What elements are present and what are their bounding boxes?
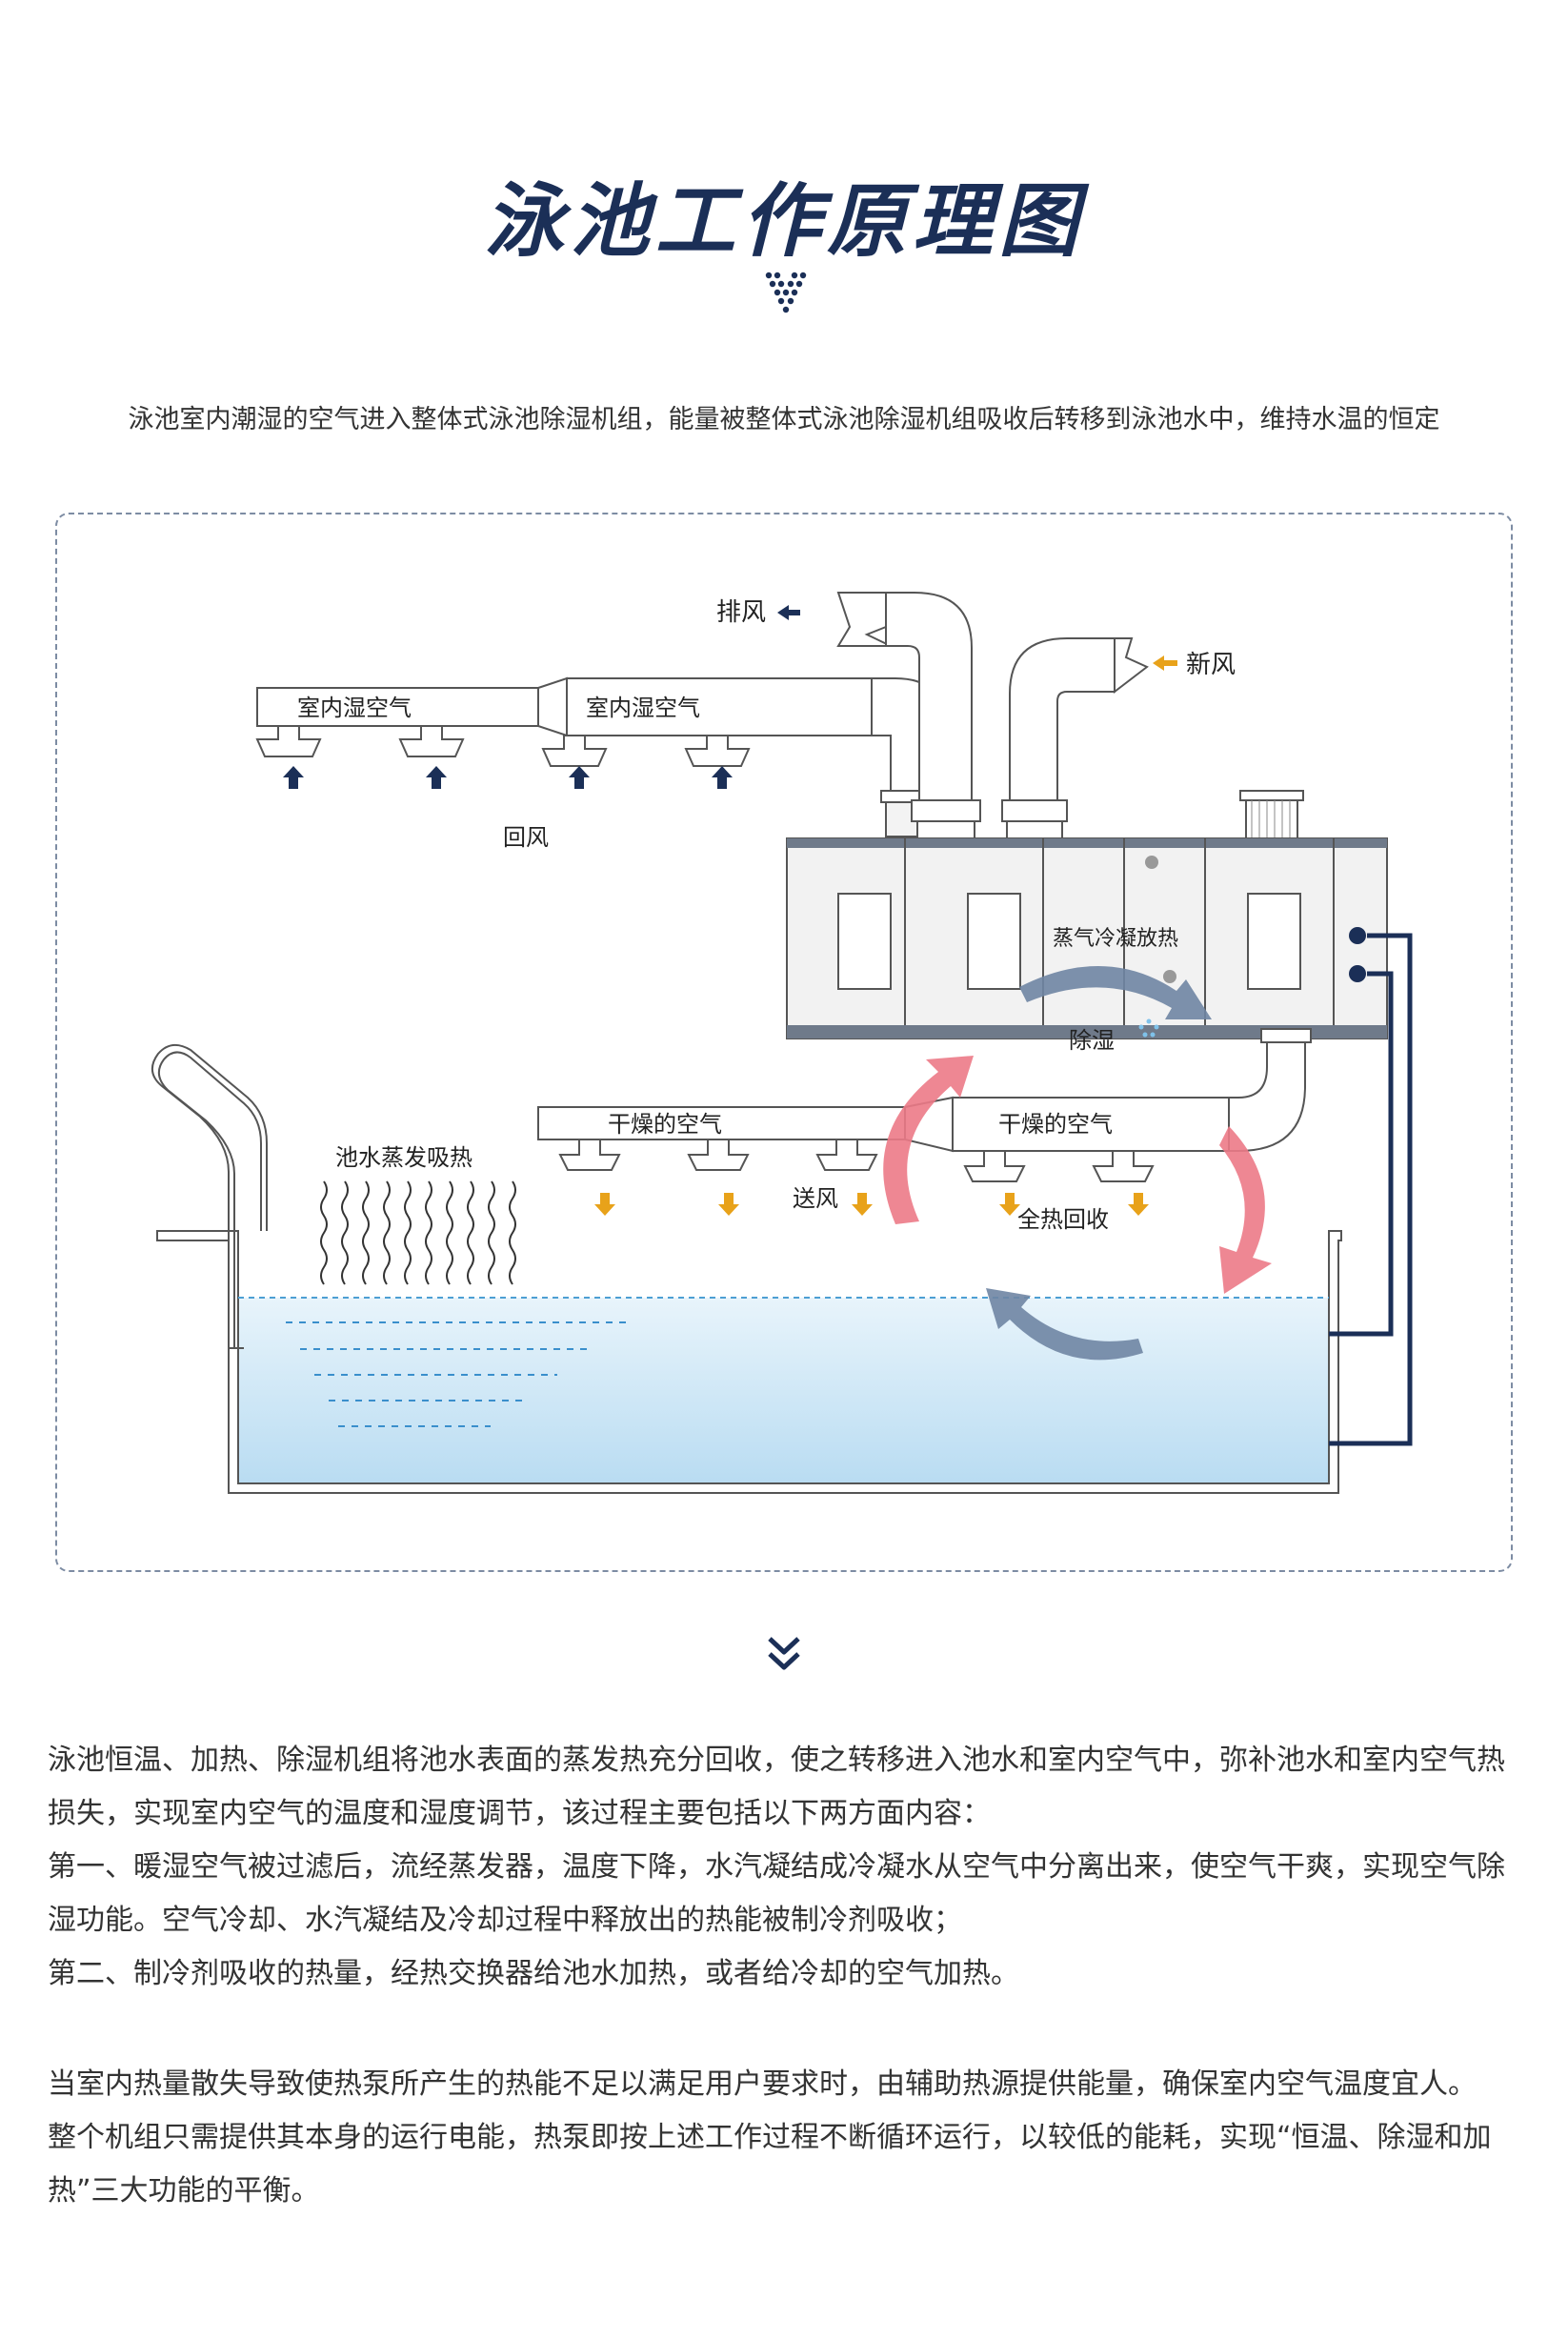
cycle-arrows: [883, 965, 1272, 1361]
evaporation-waves: [320, 1180, 516, 1285]
label-exhaust: 排风: [716, 598, 766, 627]
dehumidifier-unit: [786, 837, 1388, 1039]
paragraph-line: 第一、暖湿空气被过滤后，流经蒸发器，温度下降，水汽凝结成冷凝水从空气中分离出来，…: [48, 1850, 1505, 1884]
label-pool-evap: 池水蒸发吸热: [335, 1144, 472, 1171]
label-steam-condense: 蒸气冷凝放热: [1053, 927, 1178, 951]
fresh-air-duct: [1001, 637, 1149, 839]
paragraph-line: 湿功能。空气冷却、水汽凝结及冷却过程中释放出的热能被制冷剂吸收；: [48, 1904, 962, 1937]
label-indoor-humid-1: 室内湿空气: [297, 695, 412, 721]
label-dry-air-1: 干燥的空气: [608, 1111, 722, 1138]
supply-air-arrows: [594, 1193, 1149, 1216]
diagram-frame: [55, 513, 1513, 1572]
paragraph-line: 当室内热量散失导致使热泵所产生的热能不足以满足用户要求时，由辅助热源提供能量，确…: [48, 2067, 1477, 2101]
pool-ladder: [151, 1043, 268, 1349]
label-return-air: 回风: [503, 824, 549, 851]
label-indoor-humid-2: 室内湿空气: [586, 695, 700, 721]
intro-text: 泳池室内潮湿的空气进入整体式泳池除湿机组，能量被整体式泳池除湿机组吸收后转移到泳…: [128, 405, 1440, 434]
exhaust-arrow-icon: [777, 605, 800, 620]
paragraph-line: 第二、制冷剂吸收的热量，经热交换器给池水加热，或者给冷却的空气加热。: [48, 1957, 1019, 1990]
unit-fan: [1239, 790, 1304, 839]
description-paragraph-1: 泳池恒温、加热、除湿机组将池水表面的蒸发热充分回收，使之转移进入池水和室内空气中…: [48, 1734, 1520, 2001]
brand-logo-icon: [765, 272, 807, 313]
label-dry-air-2: 干燥的空气: [998, 1111, 1113, 1138]
label-heat-recovery: 全热回收: [1017, 1206, 1109, 1233]
exhaust-duct: [836, 592, 981, 839]
paragraph-line: 整个机组只需提供其本身的运行电能，热泵即按上述工作过程不断循环运行，以较低的能耗…: [48, 2121, 1492, 2154]
water-pipes: [1329, 933, 1413, 1446]
paragraph-line: 热”三大功能的平衡。: [48, 2174, 320, 2208]
supply-air-duct: [537, 1028, 1312, 1182]
paragraph-line: 损失，实现室内空气的温度和湿度调节，该过程主要包括以下两方面内容：: [48, 1797, 991, 1830]
chevron-down-icon: [768, 1637, 800, 1670]
label-dehumidify: 除湿: [1069, 1027, 1115, 1054]
page-title: 泳池工作原理图: [483, 174, 1084, 268]
return-air-arrows: [283, 766, 733, 789]
paragraph-line: 泳池恒温、加热、除湿机组将池水表面的蒸发热充分回收，使之转移进入池水和室内空气中…: [48, 1744, 1505, 1777]
label-supply-air: 送风: [793, 1185, 838, 1212]
description-paragraph-2: 当室内热量散失导致使热泵所产生的热能不足以满足用户要求时，由辅助热源提供能量，确…: [48, 2058, 1520, 2218]
label-fresh-air: 新风: [1186, 651, 1236, 679]
pool: [156, 1230, 1342, 1494]
fresh-air-arrow-icon: [1153, 655, 1177, 671]
pool-diagram: 排风 新风 室内湿空气 室内湿空气 回风 蒸气冷凝放热 除湿 干燥的空气 干燥的…: [151, 592, 1413, 1494]
return-air-duct: [255, 676, 958, 837]
